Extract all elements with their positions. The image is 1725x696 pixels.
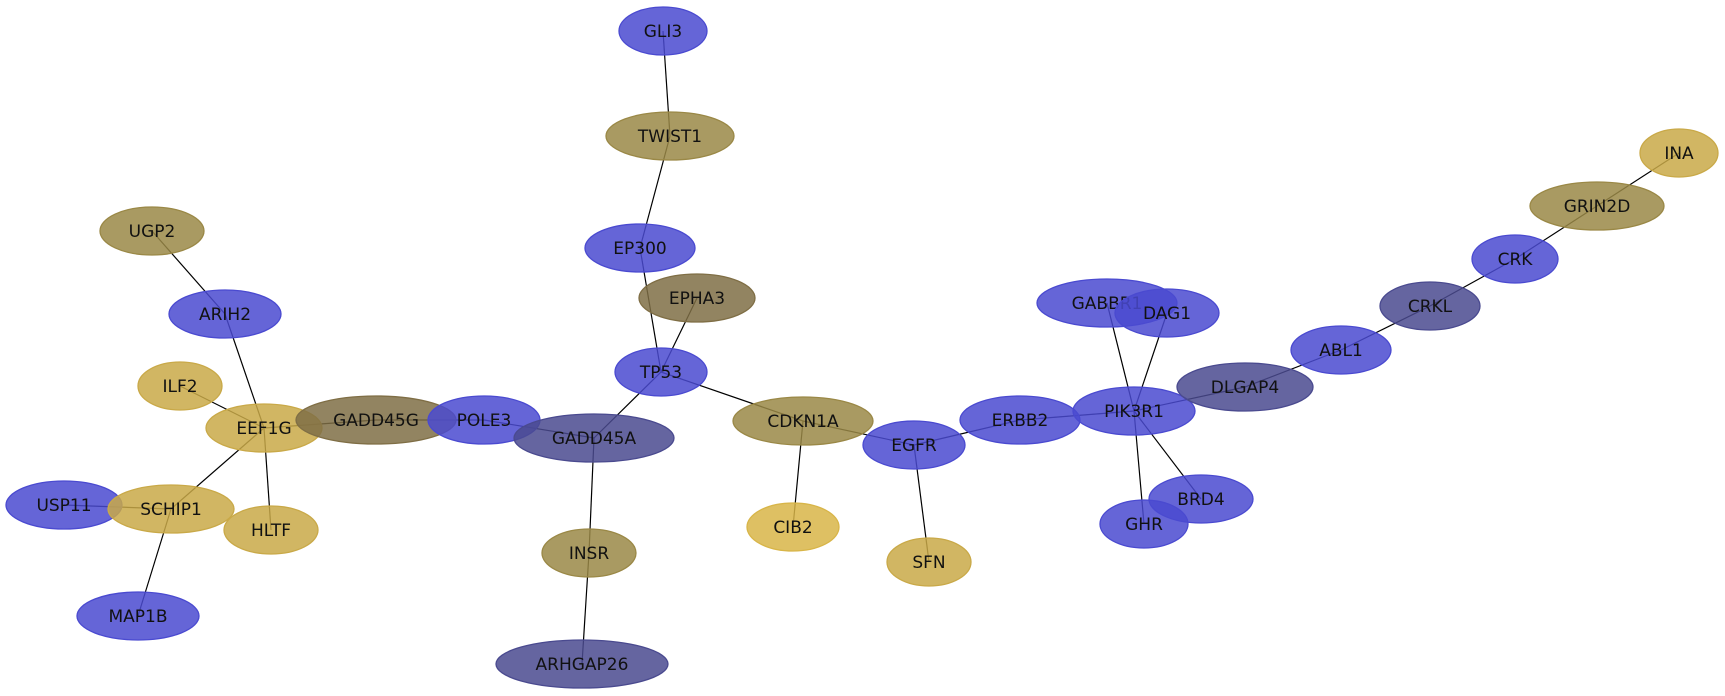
node-twist1[interactable]: TWIST1 [605,111,735,161]
node-grin2d[interactable]: GRIN2D [1529,181,1665,231]
node-map1b[interactable]: MAP1B [76,591,200,641]
node-label: PIK3R1 [1104,402,1164,422]
node-cdkn1a[interactable]: CDKN1A [732,396,874,446]
node-abl1[interactable]: ABL1 [1290,325,1392,375]
node-ina[interactable]: INA [1639,128,1719,178]
node-ellipse [1072,386,1196,436]
node-ellipse [862,420,966,470]
node-pik3r1[interactable]: PIK3R1 [1072,386,1196,436]
node-ellipse [732,396,874,446]
node-ellipse [99,206,205,256]
node-label: GRIN2D [1564,197,1631,217]
node-label: INA [1664,144,1694,164]
node-ellipse [886,537,972,587]
node-insr[interactable]: INSR [541,528,637,578]
node-label: CRK [1498,250,1534,270]
node-eef1g[interactable]: EEF1G [205,403,323,453]
node-epha3[interactable]: EPHA3 [638,273,756,323]
node-label: ERBB2 [992,411,1049,431]
node-label: GADD45G [333,411,419,431]
node-cib2[interactable]: CIB2 [746,502,840,552]
node-schip1[interactable]: SCHIP1 [107,484,235,534]
node-ellipse [618,6,708,56]
node-egfr[interactable]: EGFR [862,420,966,470]
node-label: CDKN1A [767,412,839,432]
node-hltf[interactable]: HLTF [223,505,319,555]
node-arhgap26[interactable]: ARHGAP26 [495,639,669,689]
node-ellipse [1099,499,1189,549]
node-pole3[interactable]: POLE3 [427,395,541,445]
node-ep300[interactable]: EP300 [584,223,696,273]
node-crkl[interactable]: CRKL [1379,281,1481,331]
node-label: BRD4 [1177,490,1224,510]
node-ellipse [1639,128,1719,178]
node-gadd45g[interactable]: GADD45G [295,395,457,445]
node-label: GADD45A [552,429,637,449]
node-ellipse [605,111,735,161]
edge-layer [63,30,1680,665]
node-ellipse [1176,362,1314,412]
node-ugp2[interactable]: UGP2 [99,206,205,256]
node-ellipse [137,361,223,411]
node-label: CIB2 [773,518,812,538]
node-sfn[interactable]: SFN [886,537,972,587]
node-ellipse [614,347,708,397]
node-label: EP300 [613,239,666,259]
node-label: INSR [569,544,610,564]
node-label: EPHA3 [669,289,725,309]
node-label: MAP1B [108,607,167,627]
node-label: ARIH2 [199,305,251,325]
node-ellipse [746,502,840,552]
node-ellipse [1290,325,1392,375]
node-label: EEF1G [236,419,291,439]
node-ellipse [513,413,675,463]
node-arih2[interactable]: ARIH2 [168,289,282,339]
node-dlgap4[interactable]: DLGAP4 [1176,362,1314,412]
node-ellipse [584,223,696,273]
node-label: EGFR [891,436,937,456]
node-dag1[interactable]: DAG1 [1114,288,1220,338]
node-label: ABL1 [1319,341,1363,361]
node-ellipse [223,505,319,555]
node-ellipse [1471,234,1559,284]
node-ilf2[interactable]: ILF2 [137,361,223,411]
node-ellipse [168,289,282,339]
node-label: CRKL [1408,297,1453,317]
node-ellipse [541,528,637,578]
node-ellipse [76,591,200,641]
node-ellipse [1114,288,1220,338]
node-ghr[interactable]: GHR [1099,499,1189,549]
node-label: SCHIP1 [140,500,202,520]
node-usp11[interactable]: USP11 [5,480,123,530]
node-tp53[interactable]: TP53 [614,347,708,397]
node-ellipse [1529,181,1665,231]
node-gli3[interactable]: GLI3 [618,6,708,56]
node-label: HLTF [251,521,291,541]
node-erbb2[interactable]: ERBB2 [959,395,1081,445]
node-label: UGP2 [129,222,176,242]
node-ellipse [107,484,235,534]
node-ellipse [495,639,669,689]
node-label: ARHGAP26 [536,655,629,675]
node-label: DLGAP4 [1211,378,1279,398]
node-label: GHR [1125,515,1163,535]
node-label: TP53 [639,363,682,383]
node-label: DAG1 [1143,304,1191,324]
node-label: SFN [912,553,945,573]
node-label: POLE3 [457,411,512,431]
node-label: GLI3 [644,22,682,42]
node-label: TWIST1 [637,127,702,147]
node-ellipse [638,273,756,323]
node-label: USP11 [36,496,91,516]
node-crk[interactable]: CRK [1471,234,1559,284]
node-gadd45a[interactable]: GADD45A [513,413,675,463]
node-ellipse [1379,281,1481,331]
node-label: ILF2 [162,377,197,397]
